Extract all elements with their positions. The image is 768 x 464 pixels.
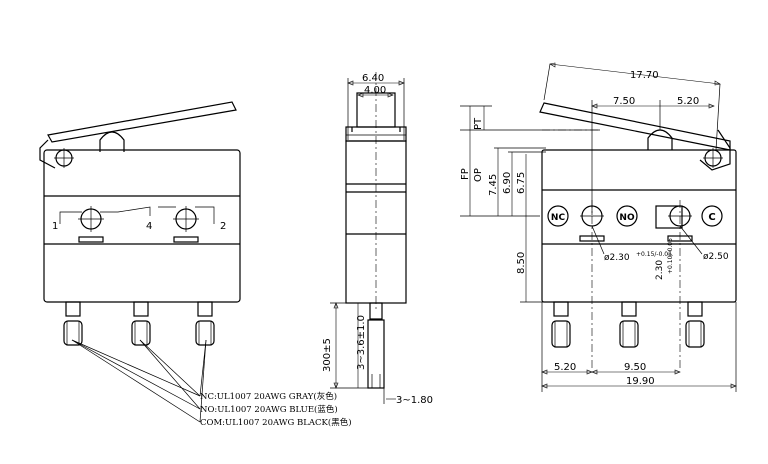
lever-arm [47, 101, 237, 143]
terminal-label-4: 4 [146, 221, 152, 232]
wire-label-nc: NC:UL1007 20AWG GRAY(灰色) [200, 391, 337, 402]
dim-8-50: 8.50 [516, 252, 527, 274]
right-pin-com [687, 301, 703, 317]
dim-7-45: 7.45 [488, 174, 499, 196]
actuator [99, 131, 125, 152]
right-view: 17.70 7.50 5.20 PT FP OP 7.45 6.90 6.75 [460, 62, 737, 392]
wire-leaders [71, 339, 207, 423]
wire-sleeves [63, 320, 215, 346]
right-terminal-mark-left [579, 235, 605, 242]
badge-c-text: C [708, 212, 715, 223]
dim-4-00: 4.00 [364, 85, 386, 96]
callout-hole-tol: +0.15/-0.05 [636, 251, 672, 258]
right-actuator [647, 129, 673, 150]
right-hinge [699, 129, 731, 171]
dim-6-40: 6.40 [362, 73, 384, 84]
right-terminal-mark-right [667, 235, 693, 242]
pin-no [133, 301, 149, 317]
badge-nc [547, 205, 569, 227]
dim-6-75: 6.75 [516, 172, 527, 194]
dim-7-50: 7.50 [613, 96, 635, 107]
right-wire-sleeves [551, 320, 705, 348]
right-pin-nc [553, 301, 569, 317]
callout-hole-dia: ø2.30 [604, 253, 630, 263]
pin-nc [65, 301, 81, 317]
dim-lead-thickness: 3~1.80 [396, 395, 433, 406]
lever-hinge [39, 139, 56, 169]
dim-6-90: 6.90 [502, 172, 513, 194]
badge-no [616, 205, 638, 227]
wire-label-com: COM:UL1007 20AWG BLACK(黑色) [200, 417, 352, 428]
mid-wire [367, 319, 385, 389]
switch-body [43, 149, 241, 303]
right-lever [539, 102, 731, 151]
label-fp: FP [460, 168, 471, 180]
badge-c [701, 205, 723, 227]
label-pt: PT [473, 117, 484, 130]
dim-5-20-top: 5.20 [677, 96, 699, 107]
dim-17-70: 17.70 [630, 70, 659, 81]
terminal-mark-2 [173, 236, 199, 243]
right-pin-no [621, 301, 637, 317]
pin-com [197, 301, 213, 317]
badge-nc-text: NC [551, 213, 566, 223]
badge-no-text: NO [619, 213, 635, 223]
dim-19-90: 19.90 [626, 376, 655, 387]
callout-hole-dia-b: 2.30 [655, 260, 665, 280]
terminal-label-1: 1 [52, 221, 58, 232]
wire-label-no: NO:UL1007 20AWG BLUE(蓝色) [200, 404, 338, 415]
terminal-label-2: 2 [220, 221, 226, 232]
mid-lead [369, 302, 383, 320]
callout-mount-dia: ø2.50 [703, 252, 729, 262]
callout-hole-dia-b-tol: +0.10/-0.05 [667, 238, 674, 274]
left-view: 1 4 2 NC:UL1007 20AWG GRAY(灰色) NO:UL1007… [39, 101, 352, 428]
dim-wire-length: 300±5 [322, 338, 333, 372]
label-op: OP [473, 168, 484, 182]
hole-slot [655, 205, 683, 229]
dim-lead-length: 3~3.6±1.0 [356, 315, 367, 370]
dim-5-20-bottom: 5.20 [554, 362, 576, 373]
right-body [541, 149, 737, 303]
terminal-mark-1 [78, 236, 104, 243]
dim-9-50: 9.50 [624, 362, 646, 373]
middle-view: 6.40 4.00 300±5 3~3.6±1.0 3~1.80 [322, 72, 433, 406]
